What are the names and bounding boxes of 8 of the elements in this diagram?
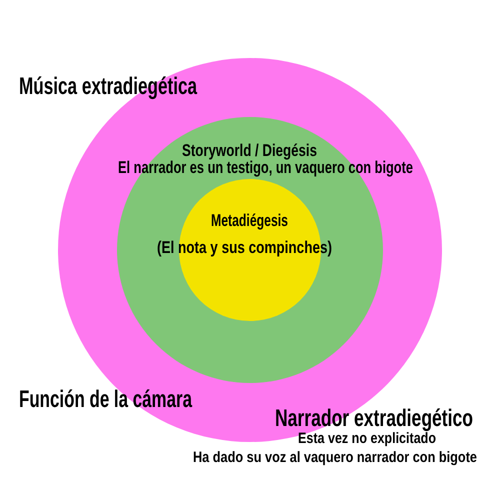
narrator-note: Ha dado su voz al vaquero narrador con bigote	[193, 450, 477, 465]
narrator-note: Esta vez no explicitado	[298, 431, 436, 446]
level-label: Música extradiegética	[19, 75, 197, 99]
level-title: Storyworld / Diegésis	[182, 142, 317, 159]
level-label: Función de la cámara	[19, 388, 192, 412]
narrator-label: Narrador extradiegético	[275, 407, 473, 431]
level-title: Metadiégesis	[211, 212, 288, 229]
level-description: (El nota y sus compinches)	[157, 239, 332, 256]
